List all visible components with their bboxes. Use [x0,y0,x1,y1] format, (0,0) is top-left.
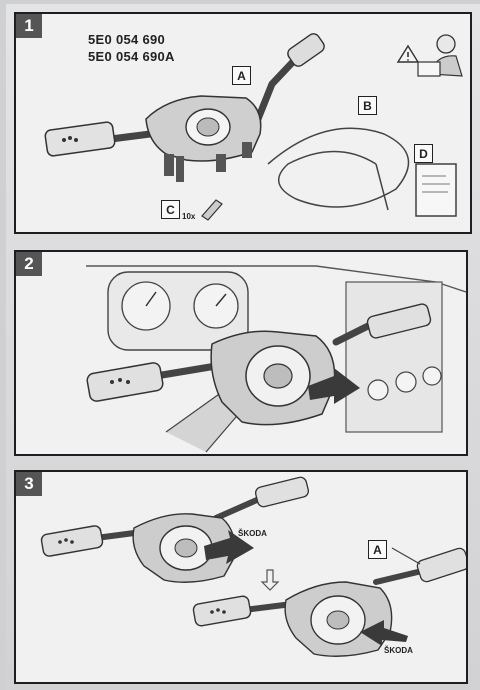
step-1-illustration [44,33,463,221]
step-1-panel: 1 5E0 054 690 5E0 054 690A [14,12,472,234]
step-2-number: 2 [16,252,42,276]
quantity-note: 10x [182,212,196,221]
instruction-sheet: 1 5E0 054 690 5E0 054 690A [6,4,480,690]
step-3-illustration [40,476,466,657]
step-3-number: 3 [16,472,42,496]
label-b: B [358,96,377,115]
read-manual-icon [417,34,463,77]
label-d: D [414,144,433,163]
label-a-step3: A [368,540,387,559]
brand-label-bottom: ŠKODA [384,646,413,655]
step-2-illustration [86,265,466,453]
part-number-1: 5E0 054 690 [88,32,166,47]
label-c: C [161,200,180,219]
step-3-panel: 3 ŠKODA ŠKODA A [14,470,468,684]
warning-triangle-icon [396,44,420,63]
step-1-number: 1 [16,14,42,38]
brand-label-top: ŠKODA [238,529,267,538]
part-number-2: 5E0 054 690A [88,49,175,64]
label-a: A [232,66,251,85]
step-2-panel: 2 [14,250,468,456]
